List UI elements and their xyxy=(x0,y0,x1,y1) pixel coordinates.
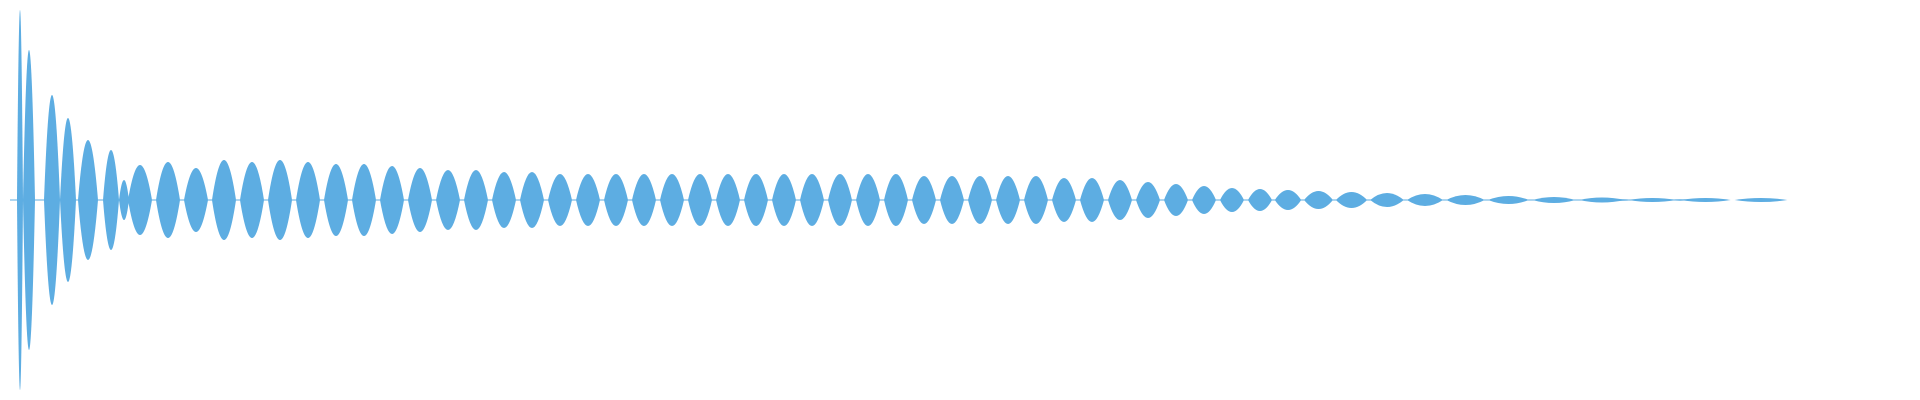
waveform-lobe xyxy=(60,118,76,282)
waveform-lobe xyxy=(520,172,544,228)
waveform-lobe xyxy=(184,168,208,232)
waveform-lobe xyxy=(268,160,292,240)
waveform-lobe xyxy=(324,164,348,236)
waveform-lobe xyxy=(744,174,768,226)
waveform-lobe xyxy=(1248,189,1272,211)
waveform-lobe xyxy=(1680,198,1731,202)
waveform-lobe xyxy=(548,174,572,226)
waveform-lobe xyxy=(1080,178,1104,222)
waveform-lobe xyxy=(1052,178,1076,222)
waveform-lobe xyxy=(688,174,712,226)
waveform-lobe xyxy=(1108,180,1132,220)
waveform-lobes xyxy=(17,10,1788,390)
waveform-lobe xyxy=(436,170,460,230)
waveform-lobe xyxy=(660,174,684,226)
waveform-lobe xyxy=(1136,182,1160,218)
waveform-lobe xyxy=(632,174,656,226)
waveform-lobe xyxy=(912,176,936,224)
waveform-lobe xyxy=(884,174,908,226)
waveform-lobe xyxy=(940,176,964,224)
waveform-lobe xyxy=(17,10,23,390)
waveform-lobe xyxy=(464,170,488,230)
waveform-lobe xyxy=(1304,191,1333,209)
waveform-lobe xyxy=(1164,184,1188,216)
waveform-lobe xyxy=(1274,190,1302,210)
waveform-lobe xyxy=(1024,176,1048,224)
waveform-lobe xyxy=(1734,198,1788,202)
waveform-lobe xyxy=(828,174,852,226)
waveform-lobe xyxy=(1220,188,1244,212)
waveform-lobe xyxy=(492,172,516,228)
waveform-lobe xyxy=(576,174,600,226)
waveform-lobe xyxy=(44,95,60,305)
waveform-lobe xyxy=(968,176,992,224)
waveform-lobe xyxy=(240,162,264,238)
waveform-lobe xyxy=(352,164,376,236)
waveform-lobe xyxy=(716,174,740,226)
waveform-lobe xyxy=(380,166,404,234)
waveform-lobe xyxy=(23,50,35,350)
waveform-lobe xyxy=(1709,199,1721,201)
waveform-lobe xyxy=(1606,199,1634,201)
waveform-lobe xyxy=(1446,195,1485,205)
waveform-lobe xyxy=(1546,199,1574,201)
waveform-lobe xyxy=(1486,198,1514,202)
waveform-lobe xyxy=(604,174,628,226)
waveform-lobe xyxy=(1192,186,1216,214)
waveform-lobe xyxy=(156,162,180,238)
waveform-lobe xyxy=(856,174,880,226)
waveform-lobe xyxy=(1628,198,1677,202)
waveform-lobe xyxy=(128,165,152,235)
waveform-lobe xyxy=(1407,194,1443,206)
waveform-lobe xyxy=(772,174,796,226)
waveform-lobe xyxy=(1370,193,1404,207)
waveform-lobe xyxy=(1579,197,1625,203)
waveform-lobe xyxy=(1670,199,1690,201)
waveform-lobe xyxy=(1335,192,1368,208)
waveform-lobe xyxy=(212,160,236,240)
waveform-lobe xyxy=(103,150,119,250)
waveform-lobe xyxy=(408,168,432,232)
waveform-lobe xyxy=(119,180,129,220)
waveform-lobe xyxy=(296,162,320,238)
waveform-lobe xyxy=(78,140,98,260)
waveform-lobe xyxy=(996,176,1020,224)
waveform-lobe xyxy=(800,174,824,226)
